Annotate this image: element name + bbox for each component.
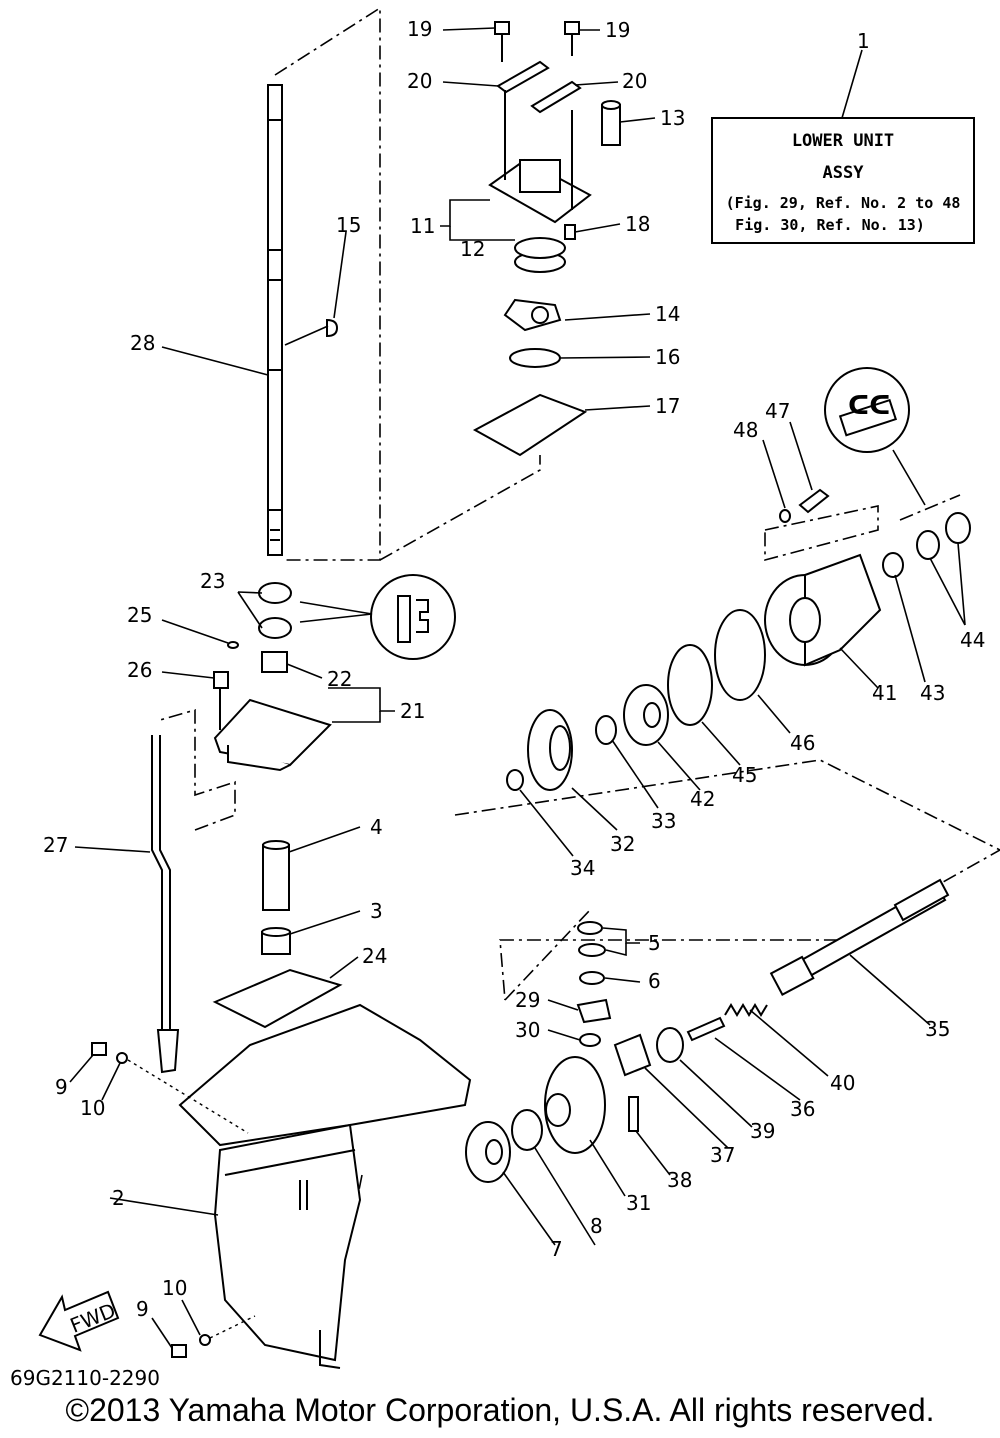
callout-24: 24 xyxy=(362,944,387,968)
callout-11: 11 xyxy=(410,214,435,238)
water-tube-group xyxy=(261,840,291,955)
callout-17: 17 xyxy=(655,394,680,418)
callout-18: 18 xyxy=(625,212,650,236)
callout-20-left: 20 xyxy=(407,69,432,93)
callout-labels: 1 2 3 4 5 6 7 8 9 9 10 10 11 12 13 14 15… xyxy=(43,17,985,1321)
callout-20-right: 20 xyxy=(622,69,647,93)
callout-35: 35 xyxy=(925,1017,950,1041)
callout-38: 38 xyxy=(667,1168,692,1192)
callout-39: 39 xyxy=(750,1119,775,1143)
callout-5: 5 xyxy=(648,931,661,955)
callout-4: 4 xyxy=(370,815,383,839)
forward-direction-arrow: FWD xyxy=(38,1290,120,1352)
callout-41: 41 xyxy=(872,681,897,705)
callout-2: 2 xyxy=(112,1186,125,1210)
callout-28: 28 xyxy=(130,331,155,355)
callout-37: 37 xyxy=(710,1143,735,1167)
assembly-ref-line-2: Fig. 30, Ref. No. 13) xyxy=(735,216,925,234)
callout-8: 8 xyxy=(590,1214,603,1238)
drain-screws xyxy=(91,1042,256,1358)
callout-44: 44 xyxy=(960,628,985,652)
callout-10-lower: 10 xyxy=(162,1276,187,1300)
callout-30: 30 xyxy=(515,1018,540,1042)
callout-7: 7 xyxy=(550,1237,563,1261)
assembly-subtitle: ASSY xyxy=(823,163,865,183)
callout-9-upper: 9 xyxy=(55,1075,68,1099)
callout-22: 22 xyxy=(327,667,352,691)
callout-34: 34 xyxy=(570,856,595,880)
callout-14: 14 xyxy=(655,302,680,326)
callout-48: 48 xyxy=(733,418,758,442)
callout-26: 26 xyxy=(127,658,152,682)
callout-40: 40 xyxy=(830,1071,855,1095)
callout-29: 29 xyxy=(515,988,540,1012)
reverse-gear-group: ᑕᑕ xyxy=(506,367,971,791)
svg-text:ᑕᑕ: ᑕᑕ xyxy=(848,391,890,421)
diagram-part-code: 69G2110-2290 xyxy=(10,1366,160,1390)
callout-47: 47 xyxy=(765,399,790,423)
callout-13: 13 xyxy=(660,106,685,130)
callout-19-left: 19 xyxy=(407,17,432,41)
callout-15: 15 xyxy=(336,213,361,237)
callout-27: 27 xyxy=(43,833,68,857)
gear-train xyxy=(465,921,768,1183)
callout-10-upper: 10 xyxy=(80,1096,105,1120)
callout-6: 6 xyxy=(648,969,661,993)
propeller-shaft xyxy=(769,878,950,996)
copyright-notice: ©2013 Yamaha Motor Corporation, U.S.A. A… xyxy=(65,1392,935,1428)
shift-rod xyxy=(151,735,180,1074)
callout-21: 21 xyxy=(400,699,425,723)
callout-23: 23 xyxy=(200,569,225,593)
callout-33: 33 xyxy=(651,809,676,833)
fwd-label: FWD xyxy=(67,1298,119,1338)
callout-leaders xyxy=(69,27,966,1349)
drive-shaft xyxy=(267,84,283,556)
callout-45: 45 xyxy=(732,763,757,787)
callout-32: 32 xyxy=(610,832,635,856)
callout-31: 31 xyxy=(626,1191,651,1215)
callout-36: 36 xyxy=(790,1097,815,1121)
callout-3: 3 xyxy=(370,899,383,923)
callout-1: 1 xyxy=(857,29,870,53)
callout-19-right: 19 xyxy=(605,18,630,42)
callout-9-lower: 9 xyxy=(136,1297,149,1321)
lower-case xyxy=(178,1003,472,1369)
assembly-ref-line-1: (Fig. 29, Ref. No. 2 to 48 xyxy=(726,194,961,212)
callout-43: 43 xyxy=(920,681,945,705)
assembly-title: LOWER UNIT xyxy=(792,131,894,151)
lower-case-gasket xyxy=(212,968,343,1029)
callout-16: 16 xyxy=(655,345,680,369)
callout-42: 42 xyxy=(690,787,715,811)
assembly-reference-box: LOWER UNIT ASSY (Fig. 29, Ref. No. 2 to … xyxy=(711,49,975,244)
callout-25: 25 xyxy=(127,603,152,627)
callout-46: 46 xyxy=(790,731,815,755)
woodruff-key xyxy=(326,318,339,338)
callout-12: 12 xyxy=(460,237,485,261)
water-pump-assembly xyxy=(472,21,621,457)
